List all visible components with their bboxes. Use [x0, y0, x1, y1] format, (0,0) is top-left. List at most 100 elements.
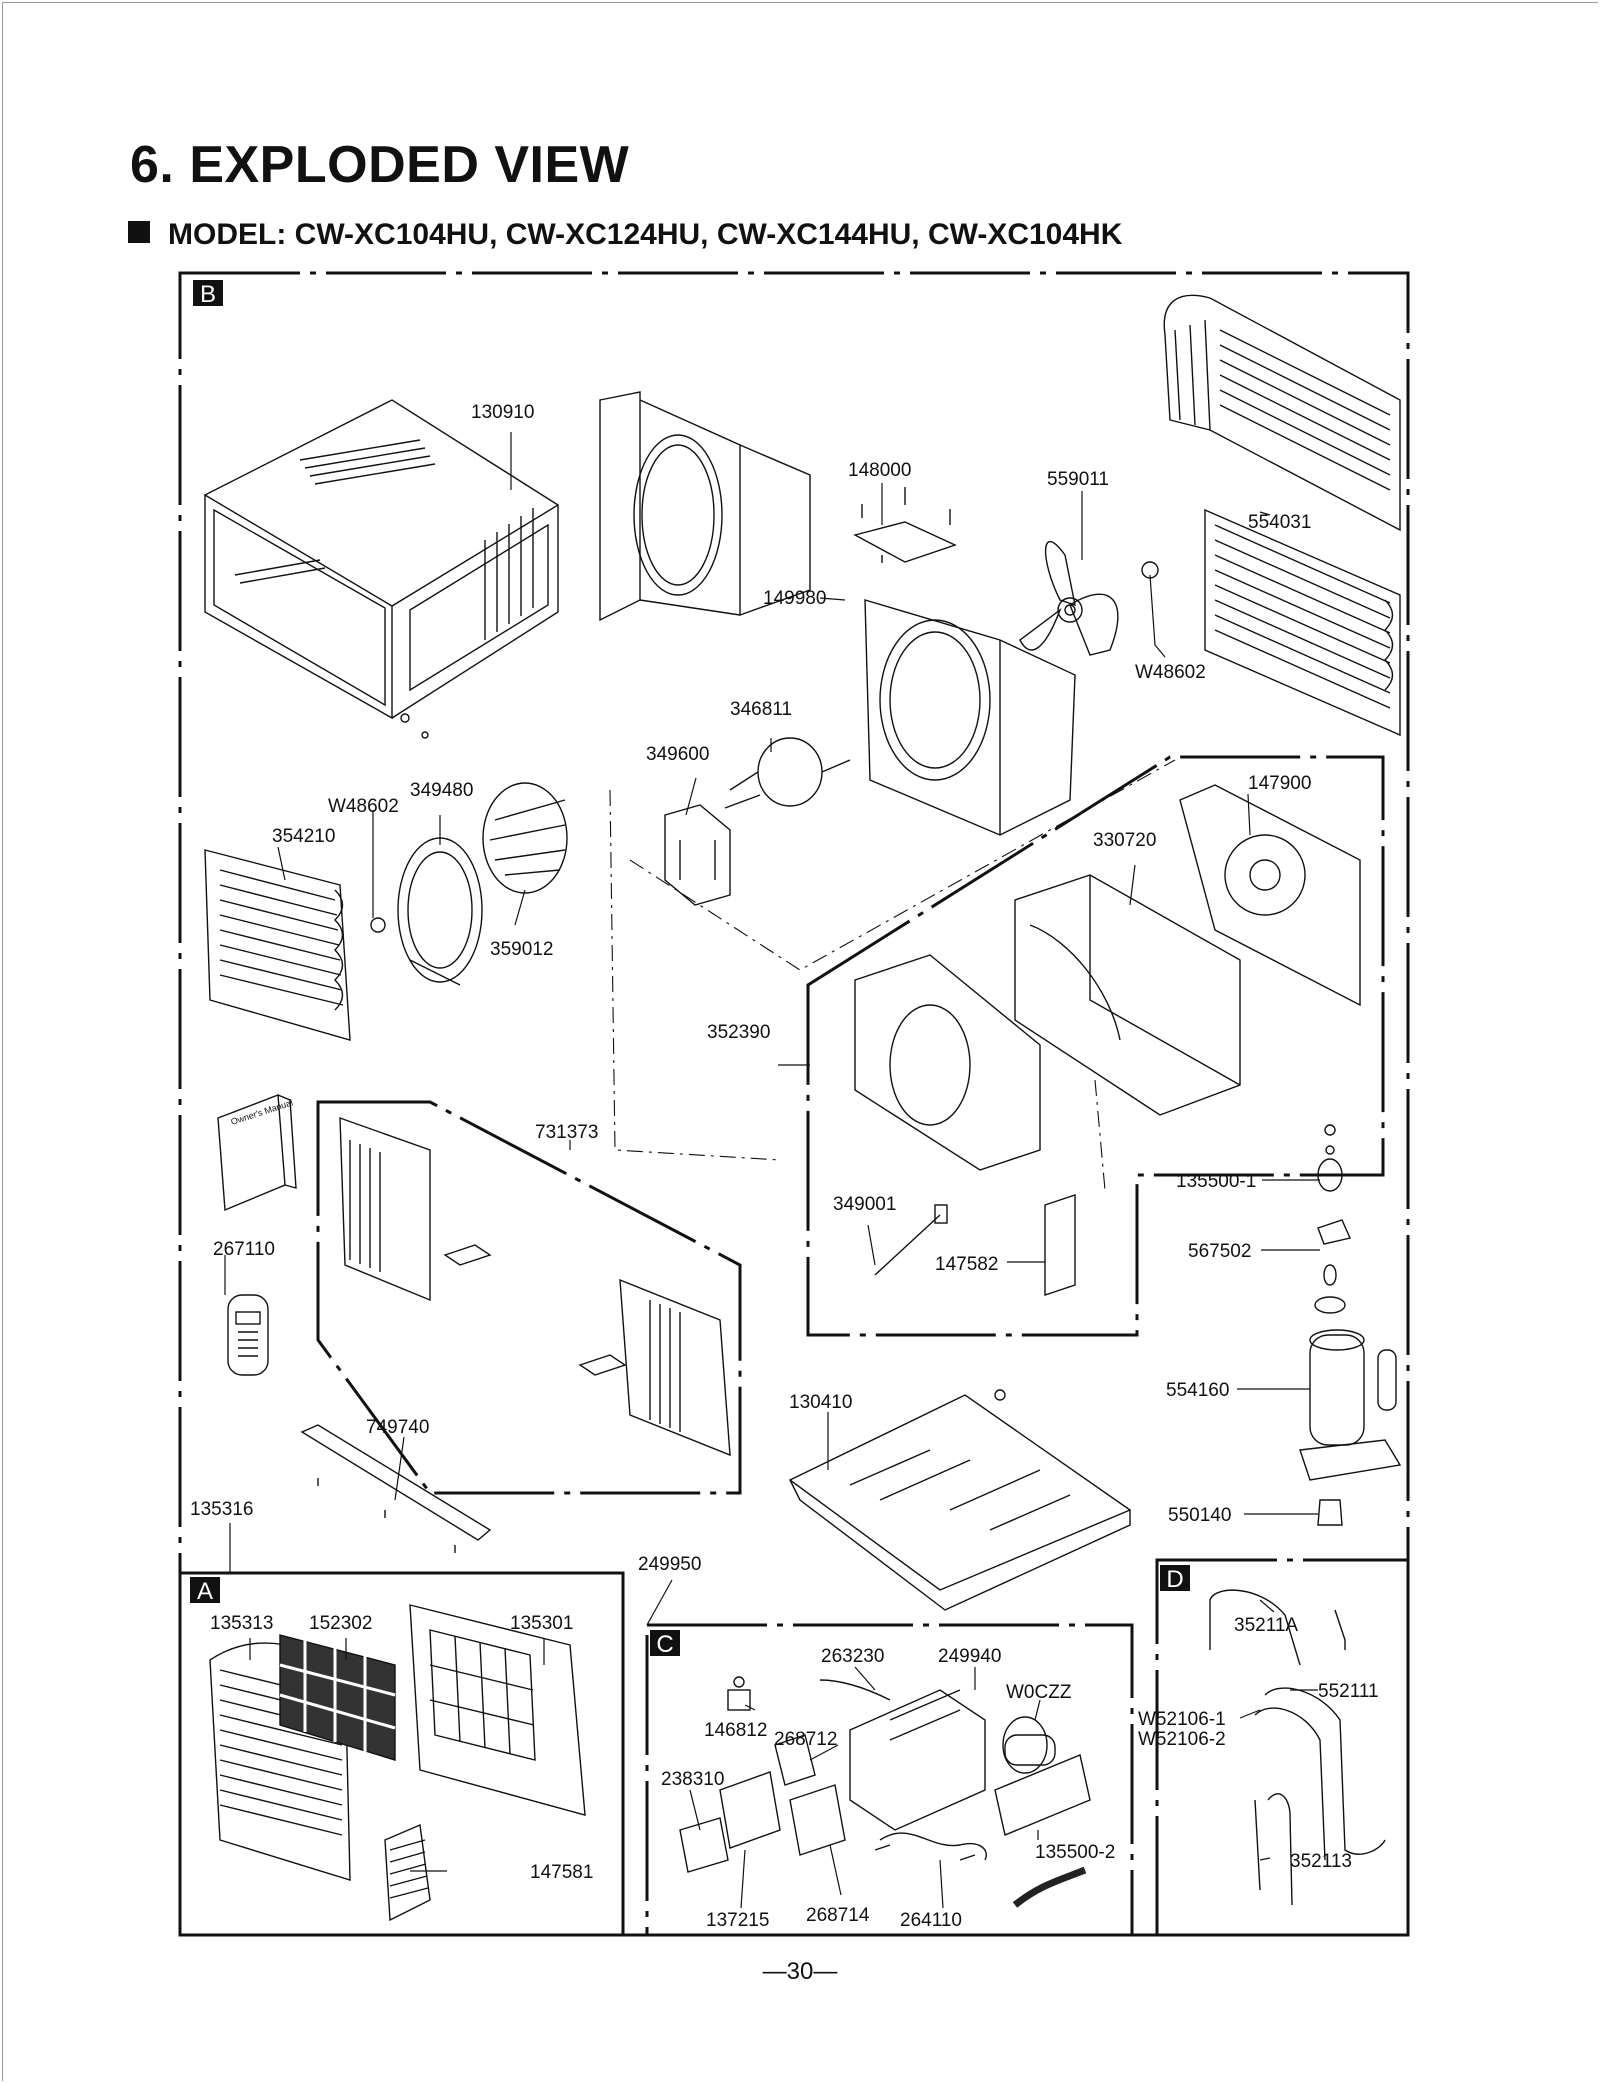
part-label: 147900 [1248, 773, 1311, 794]
part-label: 267110 [213, 1239, 275, 1260]
part-label: 135313 [210, 1613, 273, 1634]
compressor-cover-drawing [1317, 1124, 1343, 1192]
remote-control-drawing [227, 1294, 269, 1376]
model-list: MODEL: CW-XC104HU, CW-XC124HU, CW-XC144H… [168, 218, 1123, 251]
condenser-coil-drawing [1163, 294, 1401, 737]
section-tabs: B A C D [190, 280, 1190, 1658]
flat-cable-drawing [1012, 1866, 1087, 1908]
part-label: 268712 [774, 1729, 837, 1750]
control-plate-drawing [1179, 784, 1361, 1007]
section-d-letter: D [1166, 1566, 1183, 1593]
part-label: 552111 [1318, 1681, 1379, 1702]
blower-fan-drawing [1019, 540, 1159, 656]
page-number: —30— [762, 1958, 838, 1985]
part-label: 135500-2 [1035, 1842, 1115, 1863]
side-curtain-frame [316, 1100, 742, 1495]
wire-harness-drawing [874, 1832, 987, 1861]
part-label: 359012 [490, 939, 553, 960]
motor-bracket-plate-drawing [853, 487, 957, 563]
section-b-letter: B [200, 281, 216, 308]
duct-housing-drawing [1014, 874, 1241, 1116]
capacitor-drawing [1002, 1716, 1056, 1774]
part-label: 135301 [510, 1613, 573, 1634]
part-label: 238310 [661, 1769, 724, 1790]
orifice-housing-drawing [864, 599, 1076, 836]
leader-lines [224, 432, 1320, 1909]
part-label: 137215 [706, 1910, 769, 1931]
lead-wire-drawing [819, 1679, 891, 1701]
control-box-drawing [849, 1689, 986, 1831]
drain-rod-drawing [874, 1204, 948, 1276]
part-label: 559011 [1047, 469, 1109, 490]
part-label: 554160 [1166, 1380, 1229, 1401]
section-c-tab [650, 1630, 680, 1656]
front-panel-drawing [409, 1604, 586, 1816]
part-label: 346811 [730, 699, 792, 720]
part-label: 354210 [272, 826, 335, 847]
part-label: 352390 [707, 1022, 770, 1043]
part-label: 349480 [410, 780, 473, 801]
part-callouts: 130910 148000 559011 554031 149980 W4860… [190, 402, 1379, 1931]
owners-manual-drawing [217, 1094, 297, 1212]
part-label: 352113 [1290, 1851, 1352, 1872]
section-a-frame [178, 1571, 625, 1937]
refrigerant-tube-drawing [1209, 1589, 1386, 1906]
part-label: 550140 [1168, 1505, 1231, 1526]
model-heading: MODEL: CW-XC104HU, CW-XC124HU, CW-XC144H… [128, 218, 1122, 252]
section-b-tab [193, 280, 223, 306]
section-c-letter: C [656, 1631, 673, 1658]
compressor-drawing [1299, 1329, 1402, 1481]
part-label: 249950 [638, 1554, 701, 1575]
part-label: 149980 [763, 588, 826, 609]
cabinet-drawing [203, 399, 560, 739]
motor-drawing [724, 737, 851, 809]
part-label: 731373 [535, 1122, 598, 1143]
part-label: 349001 [833, 1194, 896, 1215]
mounting-rail-drawing [300, 1424, 492, 1553]
part-label: 264110 [900, 1910, 962, 1931]
part-label: W48602 [328, 796, 399, 817]
part-label: 349600 [646, 744, 709, 765]
page-title: 6. EXPLODED VIEW [130, 136, 630, 194]
section-a-tab [190, 1577, 220, 1603]
motor-mount-drawing [664, 804, 731, 906]
air-filter-drawing [279, 1634, 396, 1761]
dashed-guidelines [609, 759, 1176, 1191]
sensor-drawing [727, 1676, 751, 1711]
indoor-fan-drawing [482, 782, 568, 894]
insulator-block-drawing [1044, 1194, 1076, 1296]
part-label: 148000 [848, 460, 911, 481]
part-label: 130910 [471, 402, 534, 423]
section-d-frame [1155, 1558, 1410, 1937]
part-label: W48602 [1135, 662, 1206, 683]
section-c-frame [645, 1623, 1134, 1937]
side-curtain-drawing [339, 1116, 731, 1457]
inner-shroud-drawing [397, 837, 483, 986]
square-bullet-icon [128, 221, 150, 243]
display-board-drawing [774, 1734, 816, 1786]
part-label: 749740 [366, 1417, 429, 1438]
evaporator-bracket-drawing [854, 954, 1041, 1171]
part-label: 330720 [1093, 830, 1156, 851]
washer-drawing [370, 917, 386, 933]
part-label: 135500-1 [1176, 1171, 1256, 1192]
part-label: 147582 [935, 1254, 998, 1275]
part-label: 130410 [789, 1392, 852, 1413]
control-cover-drawing [994, 1754, 1091, 1836]
display-window-drawing [679, 1817, 729, 1873]
part-label: 135316 [190, 1499, 253, 1520]
part-label: 147581 [530, 1862, 593, 1883]
part-label: 249940 [938, 1646, 1001, 1667]
part-label: 263230 [821, 1646, 884, 1667]
part-label: 554031 [1248, 512, 1311, 533]
section-a-letter: A [197, 1578, 213, 1605]
part-label: W0CZZ [1006, 1682, 1072, 1703]
evaporator-housing-frame [806, 755, 1385, 1337]
compressor-foot-drawing [1317, 1499, 1343, 1526]
section-d-tab [1160, 1565, 1190, 1591]
air-guide-drawing [599, 391, 811, 622]
control-pcb-drawing [719, 1771, 846, 1856]
evaporator-coil-drawing [204, 849, 351, 1041]
part-label: 35211A [1234, 1615, 1298, 1636]
